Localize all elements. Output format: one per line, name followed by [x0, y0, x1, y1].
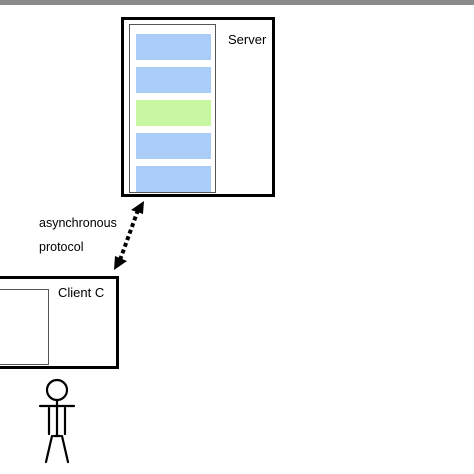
server-box: Server — [121, 17, 275, 197]
user-stick-figure-icon — [38, 378, 76, 464]
async-connection-arrow — [114, 201, 144, 270]
protocol-label-line1: asynchronous — [39, 216, 117, 230]
server-block-1 — [136, 34, 211, 60]
async-dotted-line — [118, 209, 140, 261]
server-block-4 — [136, 133, 211, 159]
arrowhead-down-icon — [114, 256, 127, 270]
client-c-box: Client C — [0, 276, 119, 369]
client-c-label: Client C — [58, 285, 105, 300]
server-stack-panel — [129, 24, 216, 193]
client-c-panel — [0, 289, 49, 365]
server-label: Server — [228, 32, 267, 47]
protocol-label-line2: protocol — [39, 240, 84, 254]
top-divider — [0, 0, 474, 5]
server-block-5 — [136, 166, 211, 192]
server-block-2 — [136, 67, 211, 93]
arrowhead-up-icon — [131, 201, 144, 214]
server-block-3 — [136, 100, 211, 126]
